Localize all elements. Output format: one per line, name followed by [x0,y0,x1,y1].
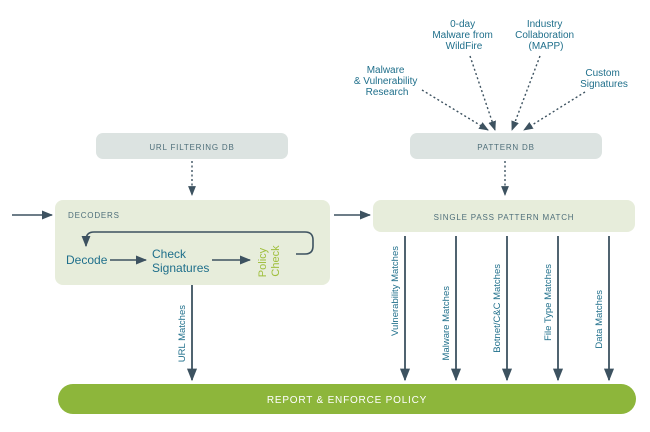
single-pass-box [373,200,635,232]
arrow-zeroday-to-pattern [469,55,496,131]
arrow-industry-to-pattern [511,55,541,131]
url-filtering-db-label: URL FILTERING DB [149,143,234,152]
arrow-research-to-pattern [421,89,489,131]
decoders-label: DECODERS [68,211,120,220]
pattern-db-box [410,133,602,159]
filetype-matches-label: File Type Matches [543,264,554,341]
url-filtering-db-box [96,133,288,159]
check-signatures-label: Check Signatures [152,247,209,275]
source-custom-signatures: Custom Signatures [580,68,628,90]
decoder-loop-arrow [81,231,314,255]
source-zero-day: 0-day Malware from WildFire [432,19,495,52]
single-pass-label: SINGLE PASS PATTERN MATCH [434,213,575,222]
data-matches-label: Data Matches [594,290,605,349]
source-industry-collaboration: Industry Collaboration (MAPP) [515,19,577,52]
decoders-box [55,200,330,285]
malware-matches-label: Malware Matches [441,286,452,361]
policy-check-label: Policy Check [257,245,282,277]
botnet-matches-label: Botnet/C&C Matches [492,264,503,353]
arrow-custom-to-pattern [523,91,586,131]
pattern-db-label: PATTERN DB [477,143,534,152]
decode-label: Decode [66,253,108,267]
report-enforce-label: REPORT & ENFORCE POLICY [267,395,427,406]
url-matches-label: URL Matches [177,305,188,362]
vulnerability-matches-label: Vulnerability Matches [390,246,401,336]
report-enforce-bar [58,384,636,414]
source-malware-research: Malware & Vulnerability Research [354,65,420,98]
